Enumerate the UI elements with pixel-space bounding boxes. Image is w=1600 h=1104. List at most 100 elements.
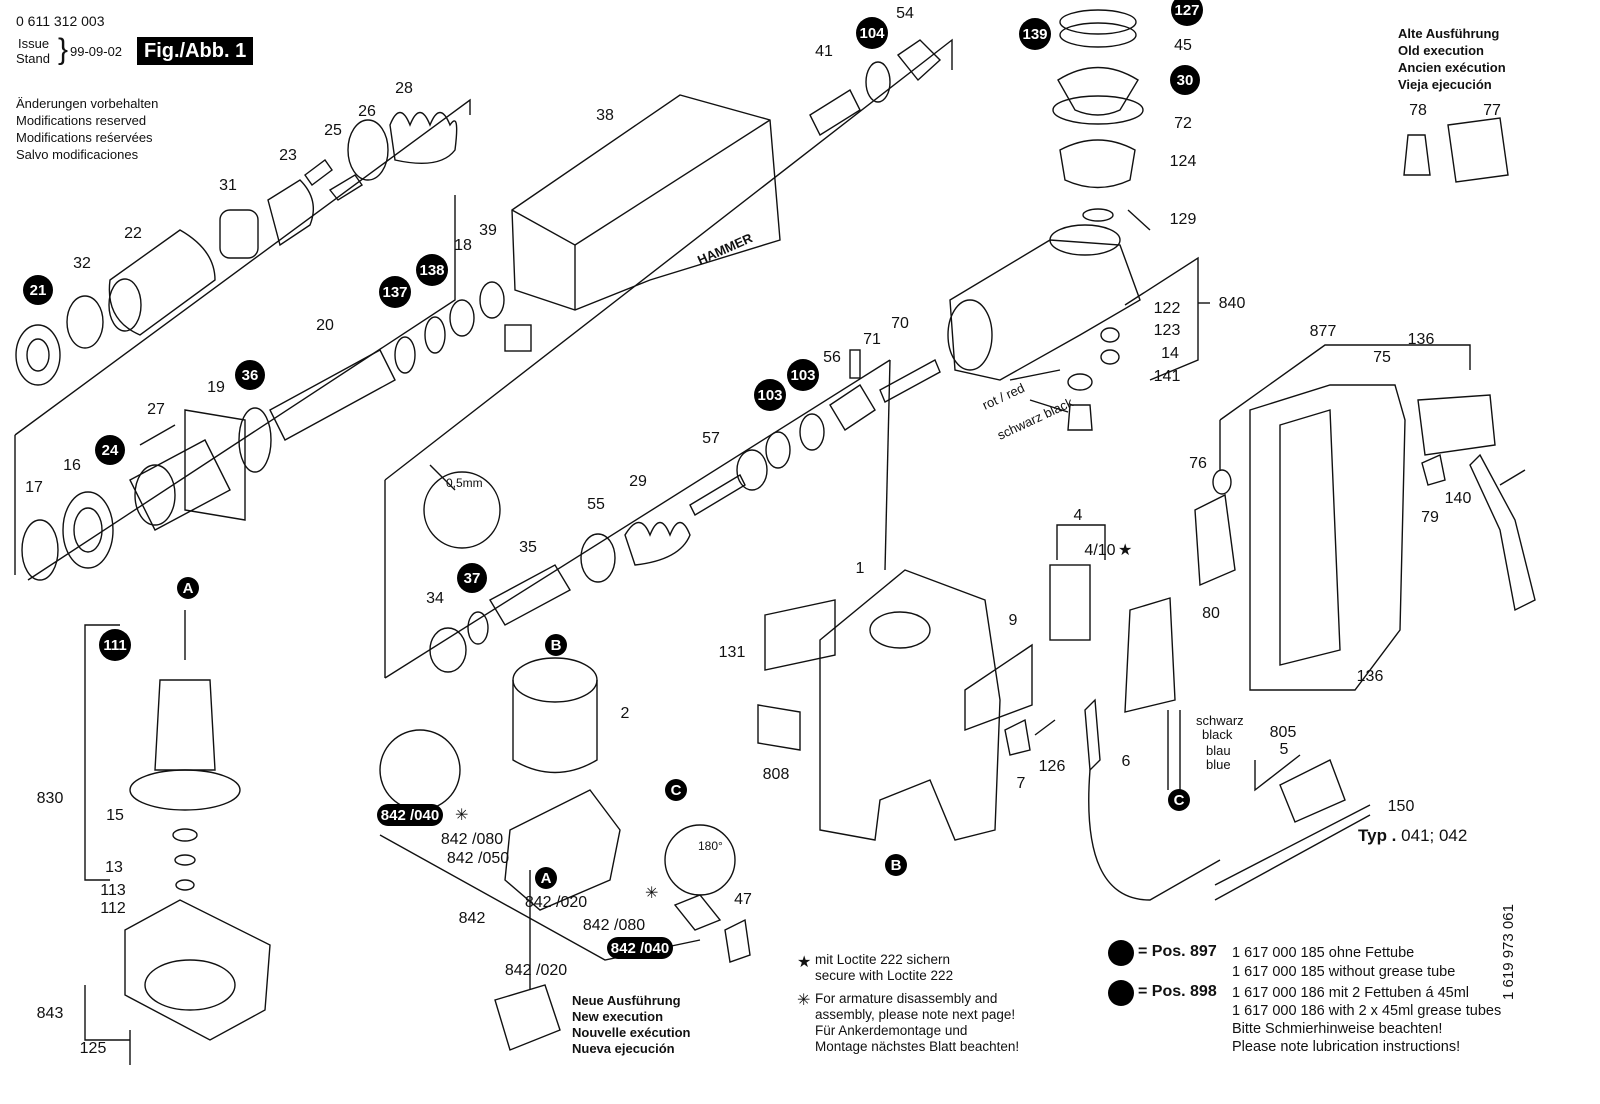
callout-label-pB2: B (891, 857, 902, 874)
type-prefix: Typ . (1358, 826, 1397, 845)
loctite-note-de: mit Loctite 222 sichern (815, 952, 951, 967)
callout-label-p70: 70 (891, 315, 909, 332)
part-38-housing (511, 94, 781, 311)
callout-label-p29: 29 (629, 473, 647, 490)
bracket-4 (1056, 524, 1106, 560)
callout-label-p830: 830 (37, 790, 64, 807)
asterisk-symbol-brush-b: ✳ (645, 885, 658, 902)
armature-note-3: Für Ankerdemontage und (815, 1023, 968, 1038)
callout-label-p842_080a: 842 /080 (441, 831, 503, 848)
callout-label-p80: 80 (1202, 605, 1220, 622)
part-76-knob (1212, 469, 1232, 495)
callout-label-p41: 41 (815, 43, 833, 60)
callout-label-pA2: A (541, 870, 552, 887)
part-139-disk-bottom (1059, 22, 1137, 48)
loctite-note-en: secure with Loctite 222 (815, 968, 954, 983)
modifications-de: Änderungen vorbehalten (16, 96, 159, 111)
modifications-fr: Modifications reśervées (16, 130, 153, 145)
angle-label: 180° (698, 839, 723, 853)
part-22-sleeve (108, 229, 216, 336)
callout-label-p37: 37 (464, 570, 481, 587)
bracket-805 (1254, 754, 1301, 792)
part-843-bore (144, 959, 236, 1011)
part-45-cover (1057, 66, 1139, 116)
callout-label-p4: 4 (1074, 507, 1083, 524)
pos897-label: = Pos. 897 (1138, 943, 1217, 960)
callout-label-p76: 76 (1189, 455, 1207, 472)
part-21-ring (15, 324, 61, 386)
callout-label-p5: 5 (1280, 741, 1289, 758)
modifications-es: Salvo modificaciones (16, 147, 139, 162)
pos897-line-2: 1 617 000 185 without grease tube (1232, 964, 1456, 980)
callout-label-p2: 2 (621, 705, 630, 722)
part-6-cable (1088, 769, 1221, 901)
callout-label-p23: 23 (279, 147, 297, 164)
part-38-top-edge (574, 119, 771, 246)
part-840-gear-housing (949, 239, 1141, 381)
callout-p842_040b: 842 /040 (607, 937, 673, 959)
callout-label-p6: 6 (1122, 753, 1131, 770)
pos898-line-4: Please note lubrication instructions! (1232, 1039, 1461, 1055)
part-32-ring (66, 295, 104, 349)
part-15-fan (129, 769, 241, 811)
pos898-label: = Pos. 898 (1138, 983, 1217, 1000)
callout-label-p141: 141 (1154, 368, 1181, 385)
part-5-plug (1279, 759, 1346, 823)
callout-label-p103a: 103 (757, 387, 782, 404)
callout-label-p877: 877 (1310, 323, 1337, 340)
part-842-080-brush (673, 894, 722, 931)
part-41-sleeve (809, 88, 861, 137)
callout-circle-p138 (416, 254, 448, 286)
part-22-opening (108, 278, 142, 332)
screwdriver (1469, 453, 1536, 612)
part-54-clip (896, 39, 942, 82)
part-31-cylinder (219, 209, 259, 259)
star-symbol-switch: ★ (1118, 542, 1132, 559)
callout-label-p78: 78 (1409, 102, 1427, 119)
leader-rot (1009, 369, 1061, 381)
callout-label-p126: 126 (1039, 758, 1066, 775)
leader-1-to-gear (884, 359, 891, 571)
part-7-clamp (1004, 718, 1031, 756)
piston-frame-top (384, 38, 953, 481)
callout-circle-p111 (99, 629, 131, 661)
callout-circle-pC1 (665, 779, 687, 801)
callout-label-p45: 45 (1174, 37, 1192, 54)
new-execution-en: New execution (572, 1009, 664, 1024)
wire-label-black: black (1202, 727, 1233, 742)
old-execution-fr: Ancien exécution (1398, 60, 1506, 75)
part-2-coil-body (512, 680, 598, 774)
callout-label-p39: 39 (479, 222, 497, 239)
part-843-cover (124, 899, 271, 1041)
callout-label-p124: 124 (1170, 153, 1197, 170)
callout-label-p27: 27 (147, 401, 165, 418)
part-830-armature (154, 679, 216, 771)
callout-label-p9: 9 (1009, 612, 1018, 629)
callout-label-p36: 36 (242, 367, 259, 384)
part-55-sleeve (580, 533, 616, 583)
callout-label-p842_020a: 842 /020 (525, 894, 587, 911)
part-34-striker (429, 627, 467, 673)
part-123-bearing (1100, 349, 1120, 365)
type-value: 041; 042 (1401, 826, 1468, 845)
part-103a-ring (765, 431, 791, 469)
callout-circle-p36 (235, 360, 265, 390)
callout-p37: 37 (457, 563, 487, 593)
part-70-conrod (879, 359, 941, 403)
callout-label-p25: 25 (324, 122, 342, 139)
part-14-bearing (1067, 373, 1093, 391)
wire-label-schwarz: schwarz (1196, 713, 1244, 728)
part-138-ring (424, 316, 446, 354)
callout-label-p26: 26 (358, 103, 376, 120)
part-28-spring (389, 111, 458, 165)
callout-p103a: 103 (754, 379, 786, 411)
part-137-ring (394, 336, 416, 374)
old-execution-es: Vieja ejecución (1398, 77, 1492, 92)
part-56-piston (829, 384, 876, 431)
callout-circle-p139 (1019, 18, 1051, 50)
new-execution-fr: Nouvelle exécution (572, 1025, 691, 1040)
callout-label-p842_040b: 842 /040 (611, 940, 669, 957)
asterisk-symbol-brush: ✳ (455, 807, 468, 824)
rotate-detail-circle (664, 824, 736, 896)
part-35-cylinder (489, 564, 571, 626)
